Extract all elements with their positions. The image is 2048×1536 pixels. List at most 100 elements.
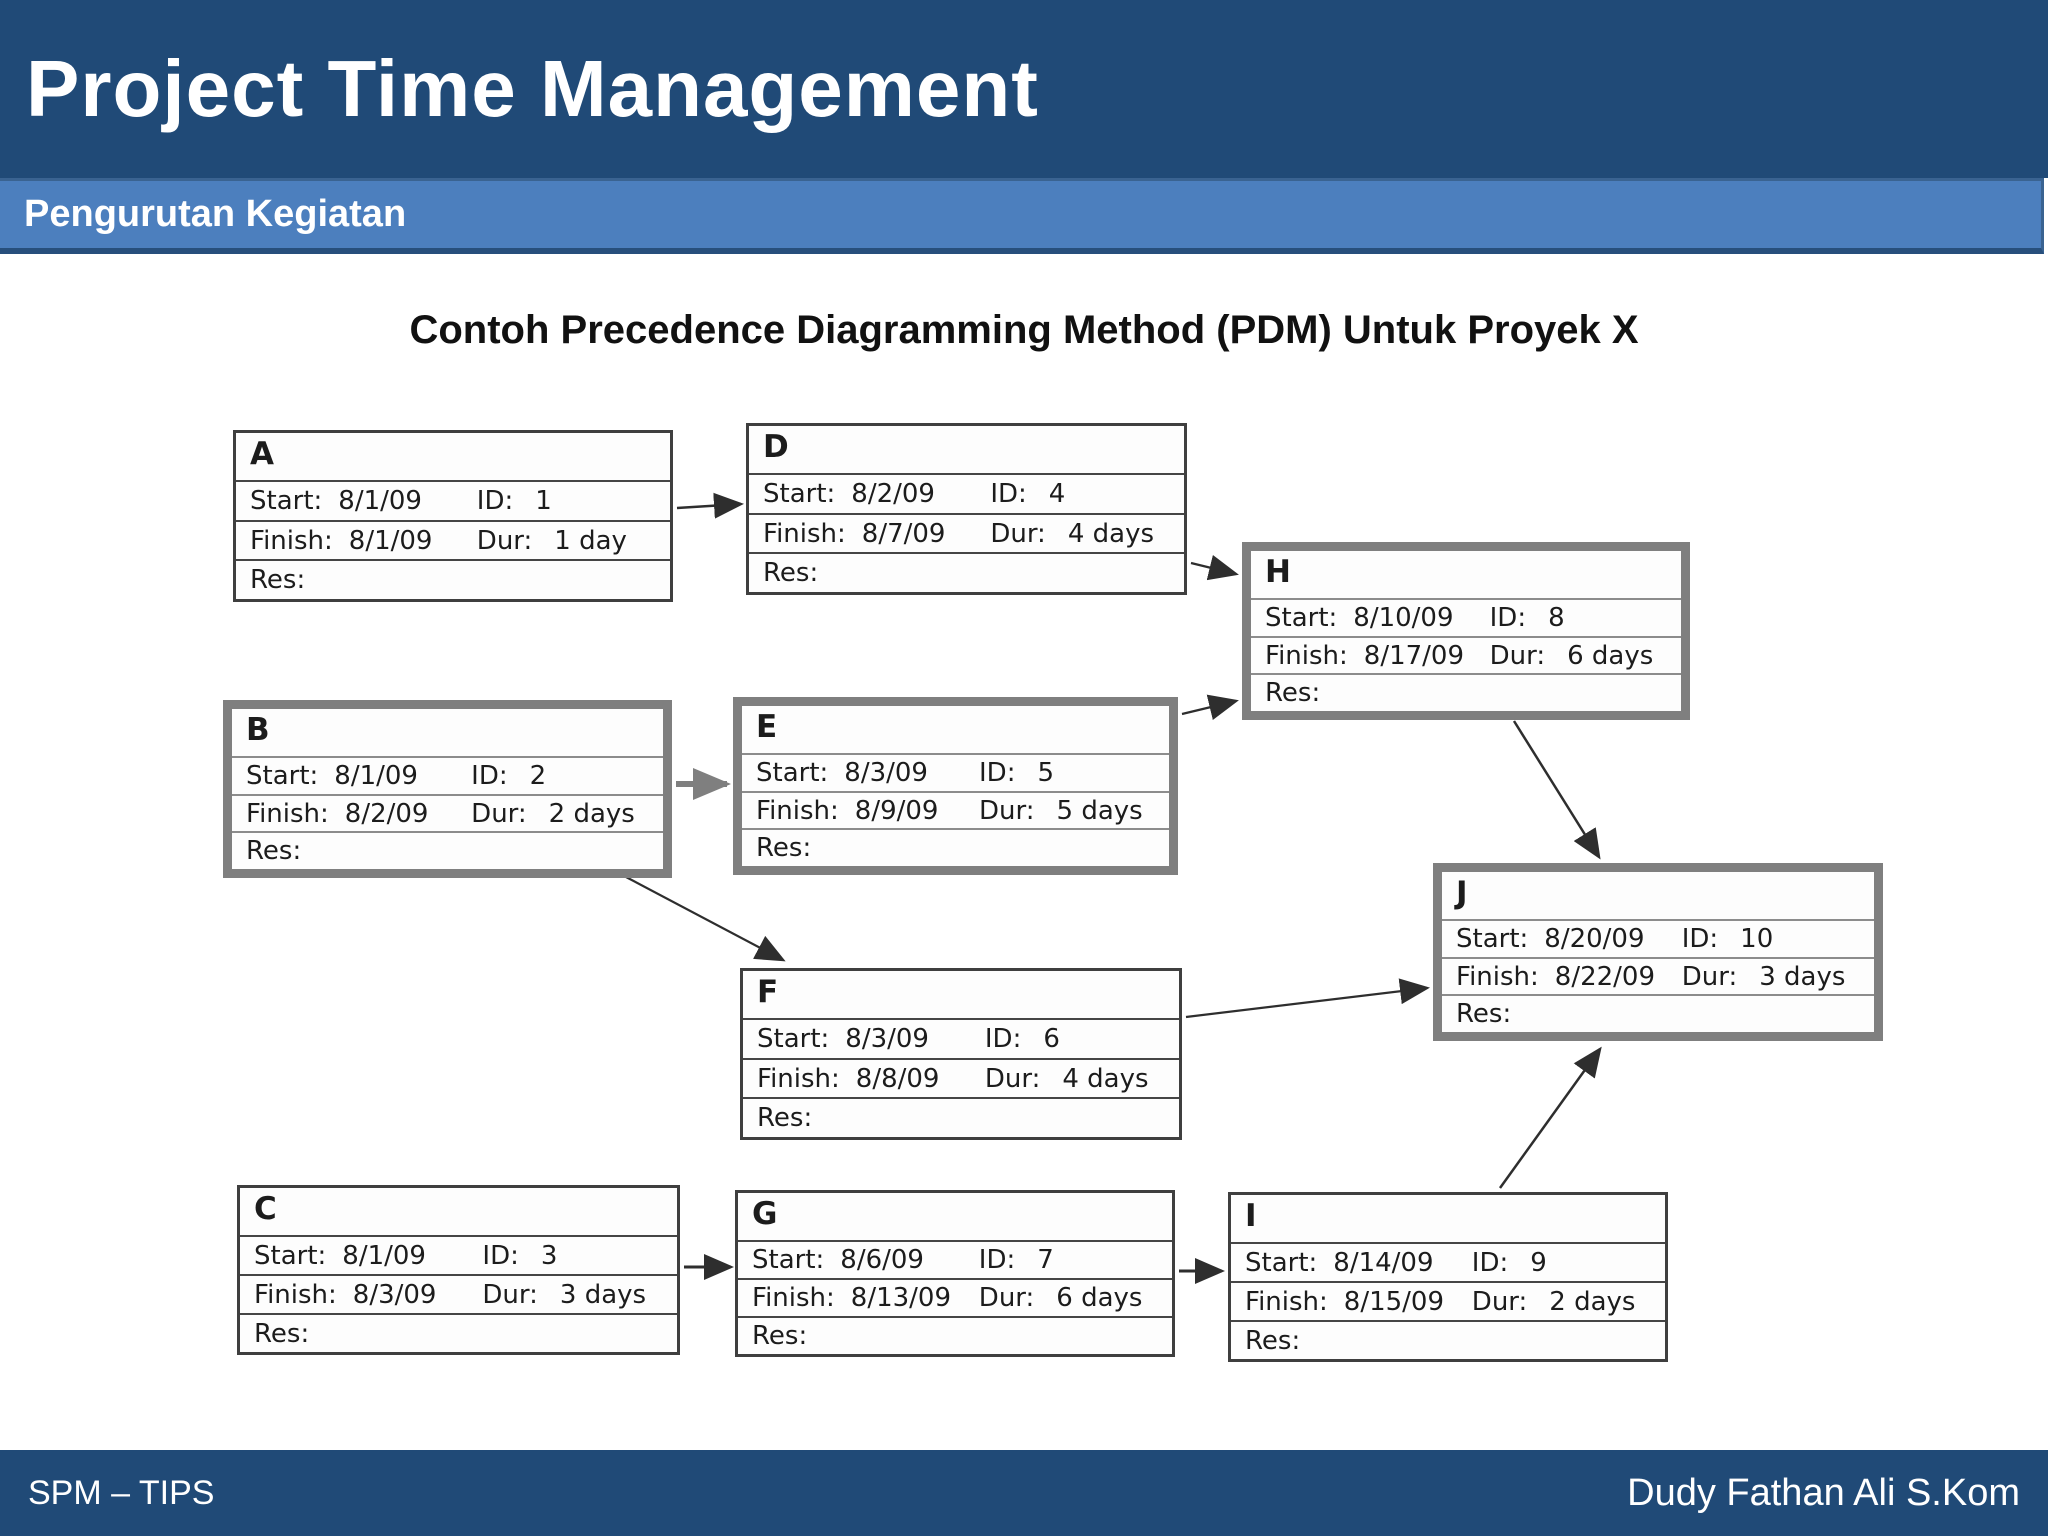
- node-field-res: Res:: [757, 1103, 813, 1134]
- node-field-res: Res:: [1456, 999, 1512, 1030]
- task-letter: J: [1442, 872, 1874, 921]
- node-field-finish: Finish:8/22/09: [1456, 961, 1656, 992]
- node-field-dur: Dur:5 days: [979, 795, 1143, 826]
- task-letter: D: [749, 426, 1184, 475]
- node-field-id: ID:7: [978, 1245, 1054, 1275]
- node-field-finish: Finish:8/17/09: [1265, 640, 1465, 671]
- node-row-start-id: Start:8/1/09 ID:2: [232, 758, 663, 796]
- task-node-H: H Start:8/10/09 ID:8 Finish:8/17/09 Dur:…: [1242, 542, 1690, 720]
- node-field-start: Start:8/3/09: [756, 757, 928, 788]
- node-field-finish: Finish:8/8/09: [757, 1063, 940, 1094]
- task-node-C: C Start:8/1/09 ID:3 Finish:8/3/09 Dur:3 …: [237, 1185, 680, 1355]
- task-node-D: D Start:8/2/09 ID:4 Finish:8/7/09 Dur:4 …: [746, 423, 1187, 595]
- edge-H-J: [1512, 720, 1601, 860]
- edge-B-F: [625, 876, 786, 962]
- task-node-A: A Start:8/1/09 ID:1 Finish:8/1/09 Dur:1 …: [233, 430, 673, 602]
- node-field-start: Start:8/20/09: [1456, 923, 1645, 954]
- node-field-start: Start:8/1/09: [250, 485, 422, 516]
- node-field-id: ID:5: [979, 757, 1055, 788]
- node-row-start-id: Start:8/3/09 ID:5: [742, 755, 1169, 793]
- node-field-finish: Finish:8/2/09: [246, 798, 429, 829]
- node-row-finish-dur: Finish:8/22/09 Dur:3 days: [1442, 959, 1874, 997]
- node-field-res: Res:: [1245, 1325, 1301, 1356]
- node-field-id: ID:2: [471, 760, 547, 791]
- node-field-dur: Dur:2 days: [1471, 1286, 1636, 1317]
- node-field-finish: Finish:8/13/09: [752, 1283, 952, 1313]
- footer-course-code: SPM – TIPS: [28, 1473, 215, 1512]
- node-field-start: Start:8/1/09: [246, 760, 418, 791]
- node-row-finish-dur: Finish:8/3/09 Dur:3 days: [240, 1276, 677, 1315]
- edge-F-J: [1185, 978, 1430, 1019]
- node-row-finish-dur: Finish:8/1/09 Dur:1 day: [236, 522, 670, 562]
- node-field-finish: Finish:8/9/09: [756, 795, 939, 826]
- node-field-res: Res:: [756, 833, 812, 864]
- node-field-start: Start:8/10/09: [1265, 602, 1454, 633]
- node-row-start-id: Start:8/20/09 ID:10: [1442, 921, 1874, 959]
- header-bar: Project Time Management: [0, 0, 2048, 178]
- node-field-finish: Finish:8/1/09: [250, 525, 433, 556]
- node-field-start: Start:8/14/09: [1245, 1247, 1434, 1278]
- task-letter: H: [1251, 551, 1681, 600]
- node-row-start-id: Start:8/1/09 ID:1: [236, 482, 670, 522]
- node-field-id: ID:4: [990, 478, 1066, 509]
- node-row-finish-dur: Finish:8/9/09 Dur:5 days: [742, 793, 1169, 831]
- node-field-start: Start:8/3/09: [757, 1023, 929, 1054]
- task-node-G: G Start:8/6/09 ID:7 Finish:8/13/09 Dur:6…: [735, 1190, 1175, 1357]
- node-field-res: Res:: [246, 836, 302, 867]
- task-letter: I: [1231, 1195, 1665, 1244]
- node-row-finish-dur: Finish:8/13/09 Dur:6 days: [738, 1280, 1172, 1318]
- edge-A-D: [676, 492, 744, 519]
- node-row-finish-dur: Finish:8/2/09 Dur:2 days: [232, 796, 663, 834]
- node-field-dur: Dur:3 days: [482, 1279, 647, 1310]
- node-field-finish: Finish:8/7/09: [763, 518, 946, 549]
- task-letter: C: [240, 1188, 677, 1237]
- node-field-res: Res:: [250, 565, 306, 596]
- node-field-res: Res:: [1265, 678, 1321, 709]
- node-field-id: ID:3: [482, 1240, 558, 1271]
- node-row-start-id: Start:8/2/09 ID:4: [749, 475, 1184, 515]
- node-row-finish-dur: Finish:8/17/09 Dur:6 days: [1251, 638, 1681, 676]
- node-field-dur: Dur:2 days: [471, 798, 635, 829]
- node-field-start: Start:8/6/09: [752, 1245, 924, 1275]
- task-node-J: J Start:8/20/09 ID:10 Finish:8/22/09 Dur…: [1433, 863, 1883, 1041]
- node-field-dur: Dur:6 days: [1489, 640, 1654, 671]
- edge-I-J: [1498, 1046, 1602, 1189]
- node-field-dur: Dur:4 days: [990, 518, 1155, 549]
- task-letter: E: [742, 706, 1169, 755]
- footer-bar: SPM – TIPS Dudy Fathan Ali S.Kom: [0, 1450, 2048, 1536]
- node-field-finish: Finish:8/3/09: [254, 1279, 437, 1310]
- diagram-title: Contoh Precedence Diagramming Method (PD…: [409, 308, 1639, 352]
- task-node-I: I Start:8/14/09 ID:9 Finish:8/15/09 Dur:…: [1228, 1192, 1668, 1362]
- node-row-start-id: Start:8/14/09 ID:9: [1231, 1244, 1665, 1283]
- node-field-id: ID:9: [1471, 1247, 1547, 1278]
- task-node-B: B Start:8/1/09 ID:2 Finish:8/2/09 Dur:2 …: [223, 700, 672, 878]
- task-letter: B: [232, 709, 663, 758]
- task-letter: F: [743, 971, 1179, 1020]
- node-field-start: Start:8/2/09: [763, 478, 935, 509]
- edge-D-H: [1190, 554, 1239, 581]
- node-field-start: Start:8/1/09: [254, 1240, 426, 1271]
- node-field-res: Res:: [763, 558, 819, 589]
- node-field-finish: Finish:8/15/09: [1245, 1286, 1445, 1317]
- node-field-dur: Dur:6 days: [978, 1283, 1143, 1313]
- node-field-id: ID:1: [476, 485, 552, 516]
- edge-E-H: [1181, 694, 1239, 720]
- node-row-start-id: Start:8/3/09 ID:6: [743, 1020, 1179, 1060]
- node-row-start-id: Start:8/1/09 ID:3: [240, 1237, 677, 1276]
- node-field-id: ID:8: [1489, 602, 1565, 633]
- subheader-bar: Pengurutan Kegiatan: [0, 178, 2044, 254]
- node-field-res: Res:: [752, 1321, 808, 1351]
- node-row-start-id: Start:8/6/09 ID:7: [738, 1242, 1172, 1280]
- node-field-dur: Dur:3 days: [1681, 961, 1846, 992]
- page-title: Project Time Management: [26, 44, 1039, 133]
- node-field-dur: Dur:1 day: [476, 525, 627, 556]
- node-field-id: ID:6: [984, 1023, 1060, 1054]
- task-letter: G: [738, 1193, 1172, 1242]
- node-row-finish-dur: Finish:8/8/09 Dur:4 days: [743, 1060, 1179, 1100]
- node-field-res: Res:: [254, 1318, 310, 1349]
- task-letter: A: [236, 433, 670, 482]
- node-field-id: ID:10: [1681, 923, 1774, 954]
- task-node-F: F Start:8/3/09 ID:6 Finish:8/8/09 Dur:4 …: [740, 968, 1182, 1140]
- node-row-finish-dur: Finish:8/7/09 Dur:4 days: [749, 515, 1184, 555]
